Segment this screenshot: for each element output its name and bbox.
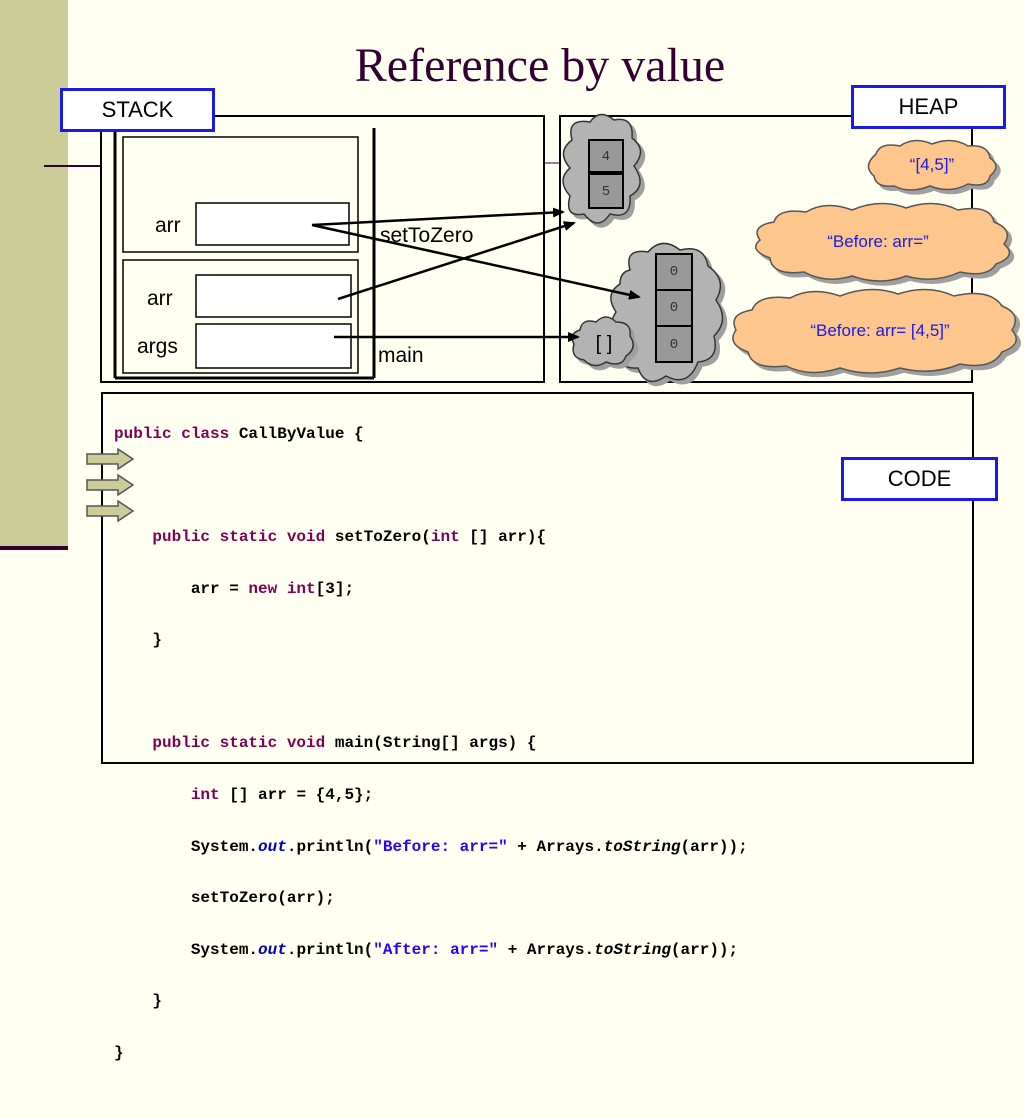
array-45-value-1: 5 (602, 184, 610, 200)
array-000-value-1: 0 (670, 300, 678, 316)
array-000-cell-1 (655, 289, 693, 327)
array-45-cell-0 (588, 139, 624, 173)
stack-label: STACK (60, 88, 215, 132)
frame-settozero (122, 136, 359, 253)
right-arrow-icon (86, 473, 135, 497)
frame-main (122, 259, 359, 374)
ref-arrow-settozero-arr-to-45 (311, 207, 565, 227)
ref-arrow-settozero-arr-to-000 (311, 223, 641, 300)
code-panel: public class CallByValue { public static… (101, 392, 974, 1062)
empty-array-label: [ ] (596, 333, 613, 355)
heap-string-cloud-1 (755, 202, 1011, 282)
main-arr-label: arr (147, 287, 173, 310)
array-45-value-0: 4 (602, 149, 610, 165)
execution-arrows (86, 448, 135, 523)
code-line-2: public static void setToZero(int [] arr)… (152, 527, 547, 546)
settozero-frame-name: setToZero (380, 224, 473, 247)
heap-string-0: “[4,5]” (910, 155, 955, 174)
code-line-4: } (152, 631, 163, 650)
code-line-3: arr = new int[3]; (190, 579, 355, 598)
main-args-label: args (137, 335, 178, 358)
code-label: CODE (841, 457, 998, 501)
heap-label: HEAP (851, 85, 1006, 129)
code-line-5: public static void main(String[] args) { (152, 734, 537, 753)
code-line-11: } (114, 1043, 124, 1062)
array-000-cell-2 (655, 325, 693, 363)
ref-arrow-main-arr-to-45 (337, 221, 576, 301)
code-line-1: public class CallByValue { (114, 424, 364, 443)
code-line-8: setToZero(arr); (190, 889, 335, 908)
code-line-blank-1 (114, 473, 748, 499)
code-line-10: } (152, 992, 163, 1011)
code-line-7: System.out.println("Before: arr=" + Arra… (190, 837, 748, 856)
code-listing: public class CallByValue { public static… (114, 396, 748, 1118)
heap-string-2: “Before: arr= [4,5]” (810, 321, 950, 340)
right-arrow-icon (86, 499, 135, 523)
main-arr-slot (195, 274, 352, 318)
right-arrow-icon (86, 448, 135, 471)
slide-title: Reference by value (354, 39, 726, 92)
heap-cloud-empty-array (571, 316, 634, 367)
code-line-9: System.out.println("After: arr=" + Array… (190, 940, 739, 959)
heap-string-cloud-0 (867, 139, 997, 191)
array-000-value-0: 0 (670, 264, 678, 280)
sidebar-rule (0, 546, 68, 550)
slide-sidebar (0, 0, 68, 548)
heap-string-cloud-2 (732, 288, 1017, 374)
memory-diagram: 4 5 0 0 0 [ ] “[4,5]” “Before: arr=” “Be… (44, 113, 1017, 383)
settozero-arr-label: arr (155, 214, 181, 237)
code-line-blank-2 (114, 680, 748, 706)
array-45-cell-1 (588, 173, 624, 209)
code-line-6: int [] arr = {4,5}; (190, 785, 374, 804)
main-args-slot (195, 323, 352, 369)
main-frame-name: main (378, 344, 424, 367)
stack-region (100, 115, 545, 383)
heap-string-1: “Before: arr=” (827, 232, 929, 251)
array-000-value-2: 0 (670, 337, 678, 353)
